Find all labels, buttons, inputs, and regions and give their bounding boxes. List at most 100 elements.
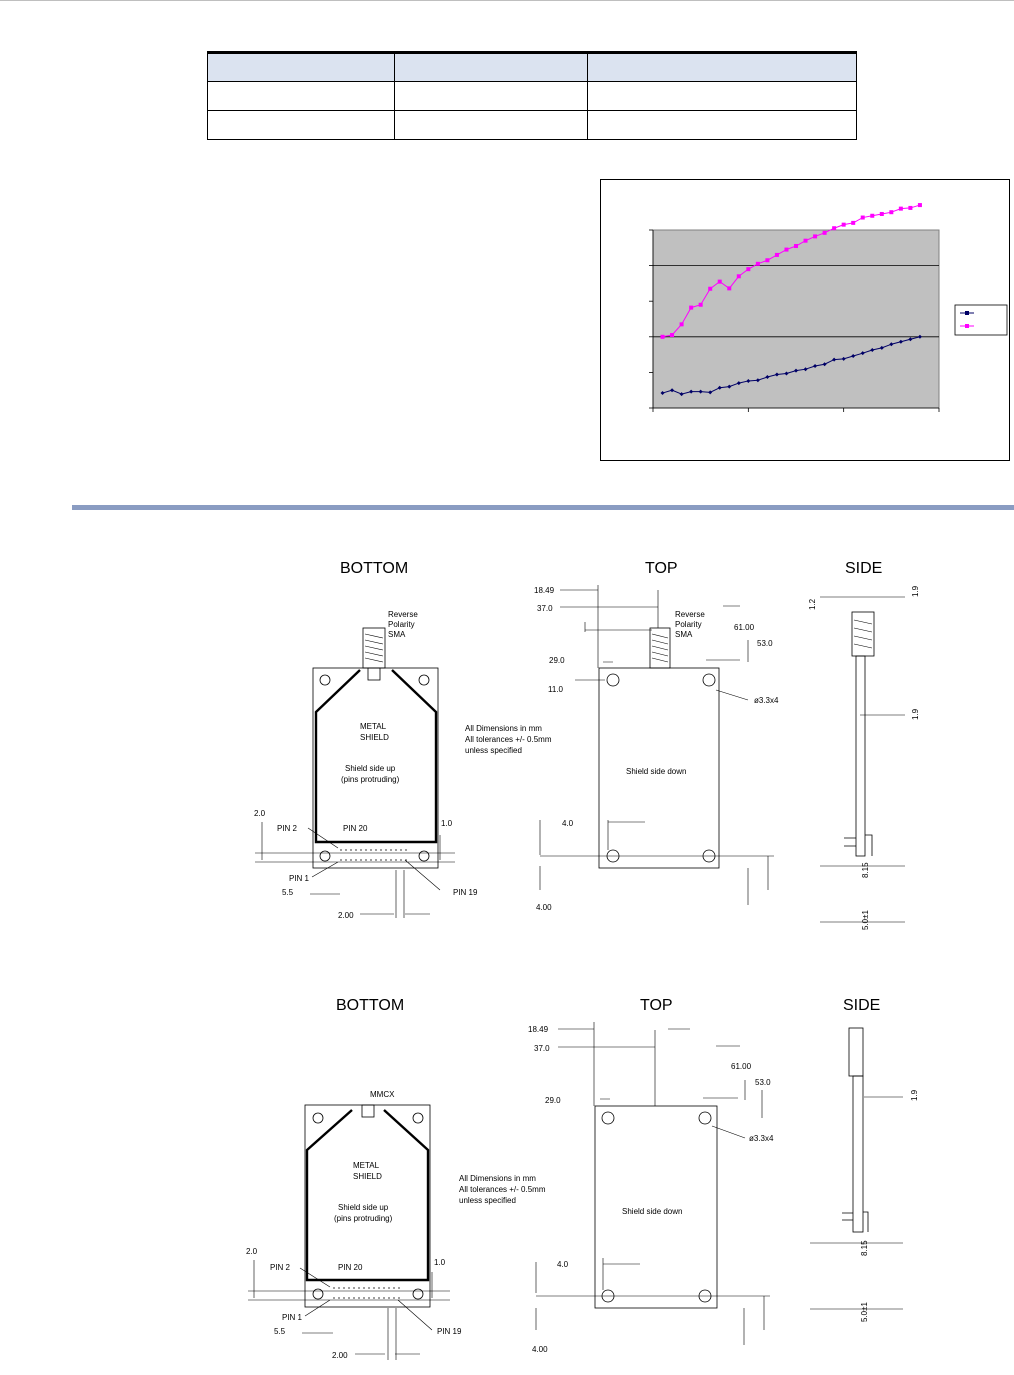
pin-row (333, 1287, 403, 1299)
mount-hole (412, 1288, 424, 1300)
data-point (870, 347, 875, 352)
side-view-1: 1.2 1.9 1.9 8.15 5.0±1 (808, 585, 920, 930)
mount-hole (418, 850, 430, 862)
shield-label: METAL (353, 1161, 380, 1170)
legend-swatch-marker (965, 311, 969, 315)
shield-label: METAL (360, 722, 387, 731)
data-point (717, 279, 722, 284)
table-row (207, 110, 857, 140)
dimension-lines (539, 585, 774, 905)
shield-label: SHIELD (360, 733, 389, 742)
data-point (813, 363, 818, 368)
data-point (736, 381, 741, 386)
connector-pad (367, 667, 381, 681)
bottom-view-2: MMCX METAL SHIELD Shield side up (pins p… (246, 1090, 462, 1360)
data-point (803, 367, 808, 372)
side-view-title: SIDE (845, 560, 882, 577)
dimension-label: 61.00 (734, 623, 755, 632)
data-point (679, 322, 684, 327)
drawing-note: All Dimensions in mm (459, 1174, 536, 1183)
dimension-label: 1.0 (434, 1258, 446, 1267)
connector-label: MMCX (370, 1090, 395, 1099)
dimension-lines (248, 1260, 450, 1360)
dimension-label: 5.0±1 (861, 909, 870, 930)
data-point (860, 215, 865, 220)
table-cell (394, 81, 588, 111)
dimension-label: ø3.3x4 (749, 1134, 774, 1143)
data-point (822, 362, 827, 367)
data-point (832, 226, 837, 231)
dimension-label: 4.00 (536, 903, 552, 912)
module-outline (594, 1105, 718, 1309)
mount-hole (698, 1111, 712, 1125)
shield-side-label: Shield side down (622, 1207, 682, 1216)
connector-pad (361, 1104, 375, 1118)
drawing-2: BOTTOM TOP SIDE MMCX METAL SHIELD Shield… (246, 997, 919, 1360)
dimension-label: 5.5 (282, 888, 294, 897)
data-point (813, 234, 818, 239)
dimension-label: 29.0 (545, 1096, 561, 1105)
bottom-view-title: BOTTOM (340, 560, 408, 577)
data-point (727, 384, 732, 389)
dimension-label: 2.0 (246, 1247, 258, 1256)
data-point (670, 388, 675, 393)
top-view-title: TOP (640, 997, 673, 1014)
data-point (765, 258, 770, 263)
metal-shield-outline (314, 669, 438, 844)
spec-table (207, 51, 857, 140)
table-cell (394, 110, 588, 140)
dimension-label: 5.0±1 (860, 1301, 869, 1322)
sma-side (851, 611, 875, 657)
data-point (794, 368, 798, 373)
chart-plot-area (649, 203, 940, 412)
plot-background (652, 229, 940, 409)
drawing-note: All Dimensions in mm (465, 724, 542, 733)
data-point (660, 334, 665, 339)
chart-frame (600, 179, 1010, 461)
mount-hole (312, 1112, 324, 1124)
dimension-label: 18.49 (534, 586, 555, 595)
drawing-note: All tolerances +/- 0.5mm (465, 735, 552, 744)
dimension-label: 61.00 (731, 1062, 752, 1071)
top-view-2: Shield side down 18.49 37.0 61.00 53.0 2… (528, 1022, 774, 1354)
data-point (803, 238, 808, 243)
pin-label: PIN 2 (270, 1263, 291, 1272)
drawing-note: unless specified (459, 1196, 516, 1205)
dimension-label: 2.00 (338, 911, 354, 920)
data-point (727, 286, 732, 291)
mount-hole (319, 674, 331, 686)
shield-side-label: Shield side up (345, 764, 396, 773)
pin-label: PIN 2 (277, 824, 298, 833)
mount-hole (702, 673, 716, 687)
module-side-outline (852, 1075, 864, 1233)
data-point (851, 220, 856, 225)
bottom-view-1: Reverse Polarity SMA METAL SHIELD Shield… (254, 610, 478, 920)
dimension-label: 18.49 (528, 1025, 549, 1034)
sma-threads (651, 633, 669, 663)
pin-label: PIN 20 (343, 824, 368, 833)
table-row (207, 81, 857, 111)
data-point (765, 375, 770, 380)
dimension-label: 53.0 (755, 1078, 771, 1087)
dimension-label: 1.9 (910, 1089, 919, 1101)
dimension-lines (535, 1022, 770, 1345)
data-point (898, 339, 903, 344)
table-cell (587, 110, 857, 140)
data-point (746, 378, 751, 383)
dimension-label: 8.15 (860, 1240, 869, 1256)
data-point (746, 267, 751, 272)
pin-label: PIN 20 (338, 1263, 363, 1272)
data-point (841, 356, 846, 361)
dimension-label: 1.2 (808, 598, 817, 610)
data-point (841, 222, 846, 227)
legend-box (954, 304, 1008, 336)
dimension-label: 1.0 (441, 819, 453, 828)
dimension-label: 29.0 (549, 656, 565, 665)
chart-legend (954, 304, 1008, 336)
connector-side (848, 1027, 864, 1077)
page-top-rule (0, 0, 1014, 1)
data-point (917, 334, 922, 339)
data-point (794, 244, 798, 249)
sma-threads (364, 633, 384, 663)
